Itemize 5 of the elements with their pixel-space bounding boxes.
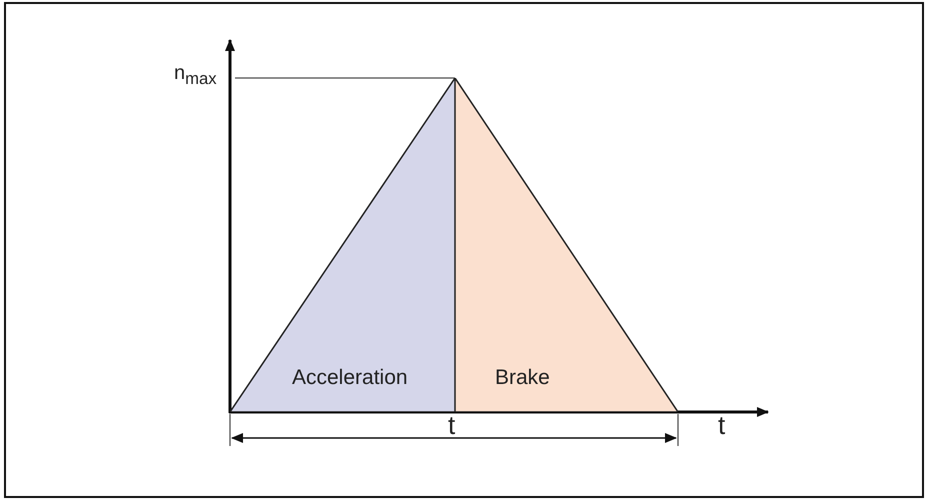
axis-label: n$_{max}$ [174,62,217,89]
axis-label: t [718,410,726,441]
dimension-label: t [448,410,456,441]
region-label: Acceleration [292,366,408,390]
region-label: Brake [495,366,550,390]
